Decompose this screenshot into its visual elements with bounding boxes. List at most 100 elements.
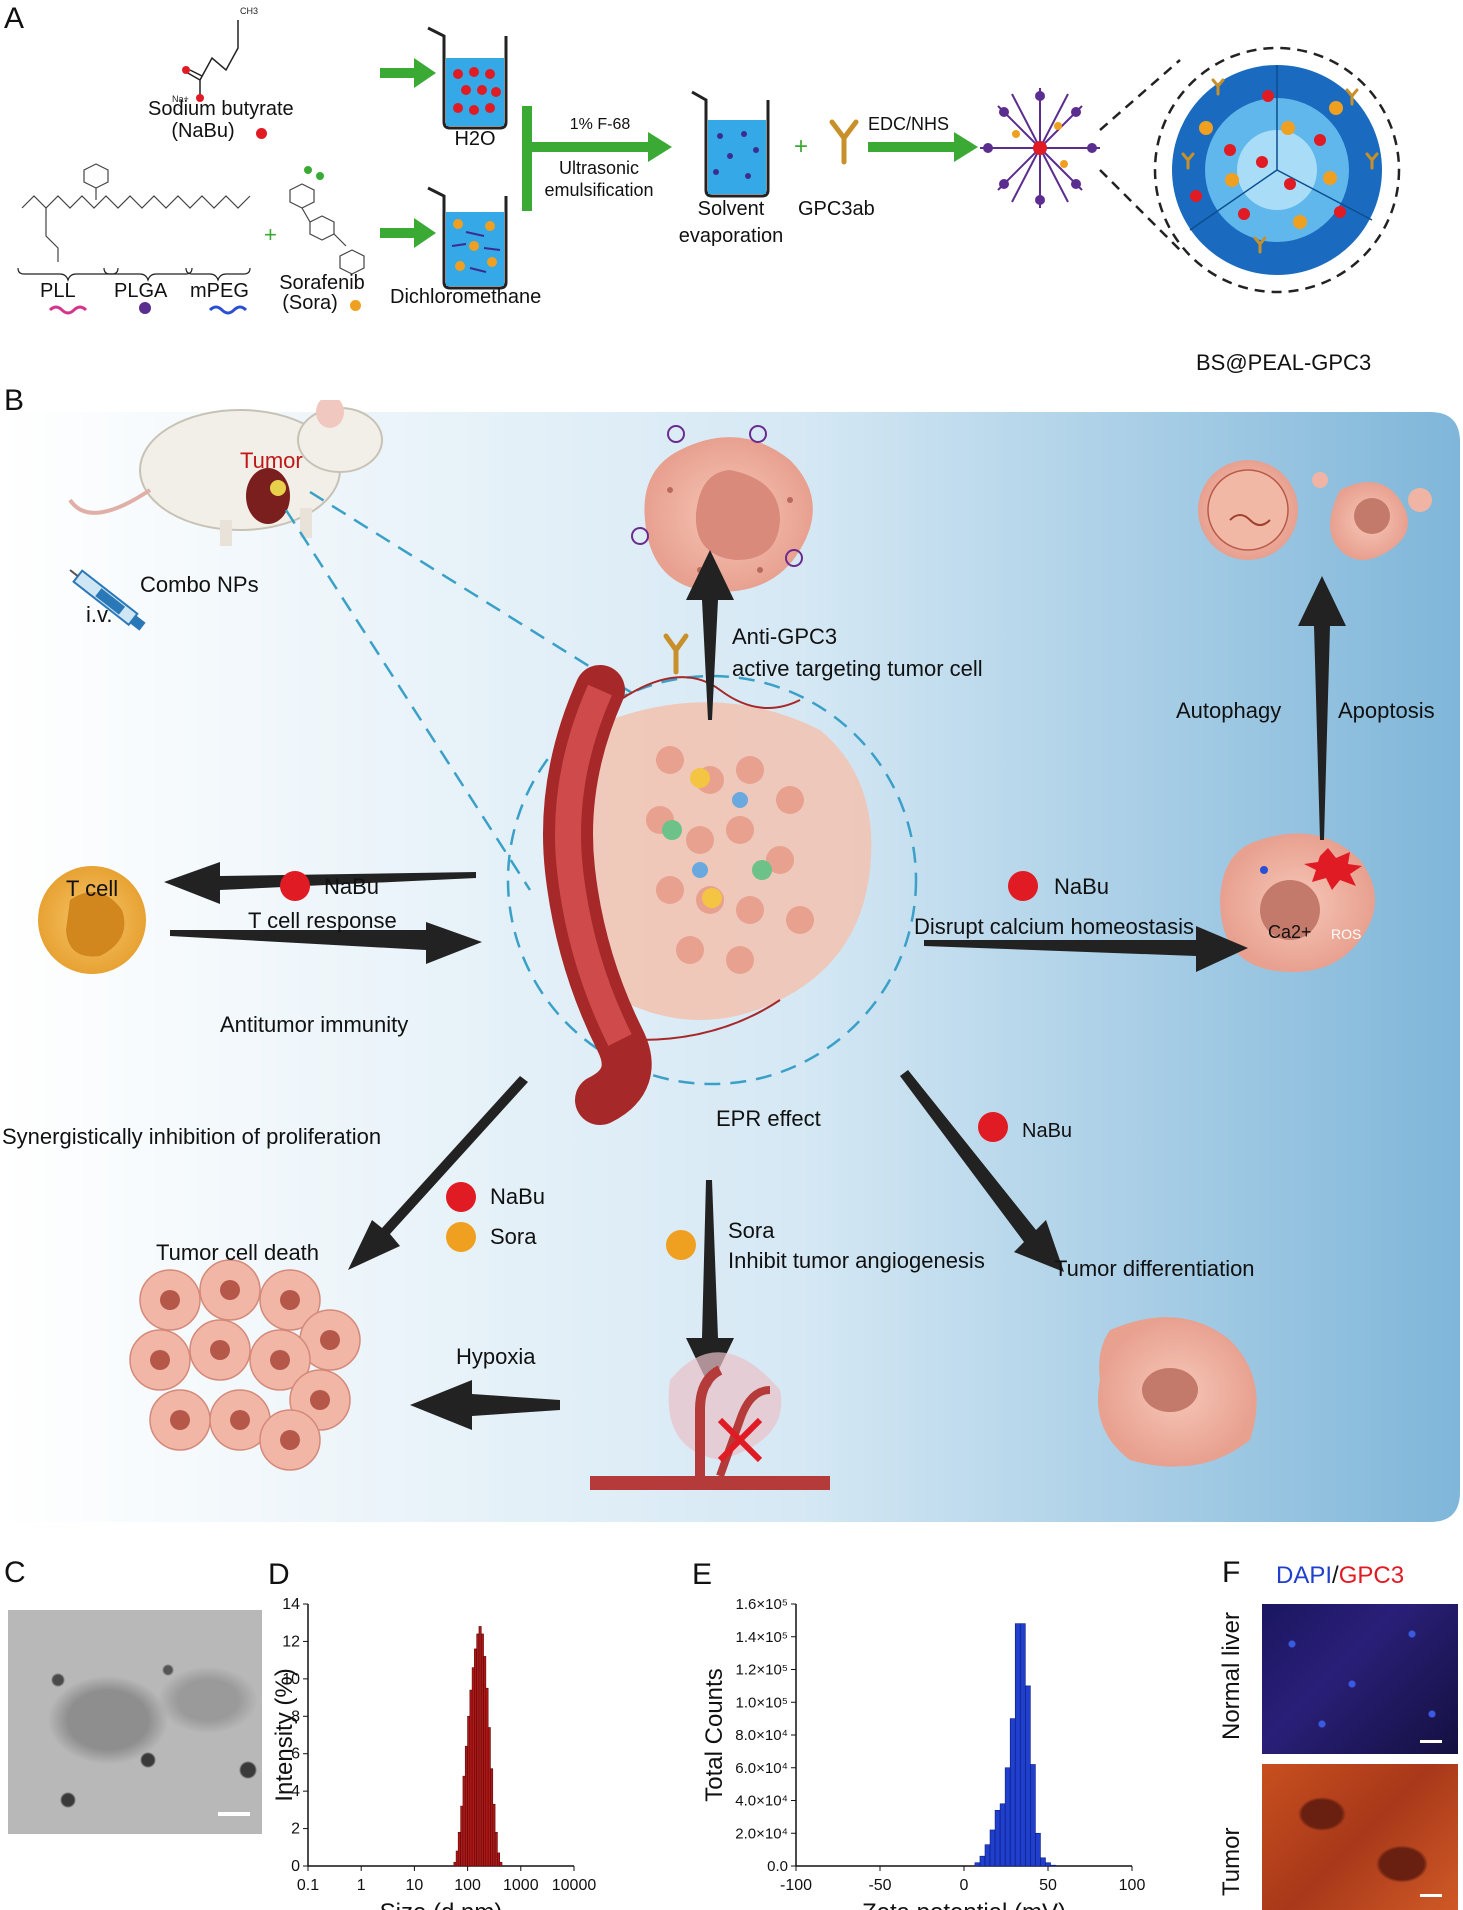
anti-gpc3-antibody	[663, 633, 689, 675]
epr-label: EPR effect	[716, 1106, 821, 1131]
arrow-up-apoptosis	[1298, 576, 1346, 840]
size-bar	[487, 1727, 491, 1867]
zeta-bar	[999, 1803, 1006, 1867]
svg-text:+: +	[794, 133, 808, 160]
size-bar	[464, 1745, 468, 1867]
x-tick-label: 50	[1039, 1877, 1057, 1894]
plga-mark	[139, 302, 151, 314]
svg-text:CH3: CH3	[240, 6, 258, 16]
panel-f-letter: F	[1222, 1556, 1241, 1589]
zeta-bar	[1004, 1767, 1011, 1867]
sora-dot-death	[446, 1222, 476, 1252]
product-label: BS@PEAL-GPC3	[1196, 350, 1372, 375]
size-bar	[474, 1648, 477, 1867]
nabu-dot-calcium	[1008, 871, 1038, 901]
nabu-label-tcell: NaBu	[324, 874, 380, 899]
size-bar	[497, 1852, 500, 1867]
beaker-water	[427, 26, 508, 130]
size-bar	[469, 1689, 473, 1867]
pll-label: PLL	[40, 280, 76, 302]
dapi-gpc3-legend: DAPI/GPC3	[1276, 1562, 1404, 1590]
zeta-bar	[1014, 1623, 1021, 1867]
y-tick-label: 2	[291, 1821, 300, 1838]
solvent-label-1: Solvent	[697, 198, 765, 220]
panel-b-graphics	[0, 400, 1460, 1522]
solvent-label-2: evaporation	[678, 225, 784, 247]
ros-burst	[1304, 848, 1362, 890]
svg-text:+: +	[264, 222, 277, 247]
f68-label: 1% F-68	[569, 116, 631, 133]
combo-label: Combo NPs	[140, 572, 259, 597]
tumor-label: Tumor	[240, 448, 303, 473]
t-cell	[38, 866, 146, 974]
sora-label-2: (Sora)	[282, 292, 338, 314]
zeta-bar	[1035, 1832, 1041, 1867]
x-tick-label: 10000	[552, 1877, 597, 1894]
nabu-label-2: (NaBu)	[171, 120, 235, 142]
x-tick-label: 0.1	[297, 1877, 319, 1894]
particle-cross-section	[1172, 65, 1382, 275]
arrow-to-tcell	[164, 862, 476, 904]
sora-label-angio: Sora	[728, 1218, 775, 1243]
y-tick-label: 1.0×10⁵	[735, 1694, 788, 1711]
nabu-dot-tcell	[280, 871, 310, 901]
size-bar	[483, 1656, 487, 1867]
targeted-cell	[644, 437, 813, 592]
zeta-bar	[1030, 1764, 1036, 1867]
disrupt-label: Disrupt calcium homeostasis	[914, 914, 1194, 939]
nabu-dot-death	[446, 1182, 476, 1212]
zeta-bar	[979, 1855, 986, 1867]
nabu-label-calcium: NaBu	[1054, 874, 1110, 899]
tem-image	[8, 1610, 262, 1834]
panel-a-letter: A	[4, 2, 25, 35]
panel-c-letter: C	[4, 1556, 26, 1589]
nabu-dot	[256, 128, 267, 139]
arrow-to-tumor-death	[348, 1076, 528, 1270]
plga-label: PLGA	[114, 280, 168, 302]
zeta-bar	[974, 1862, 981, 1867]
arrow-to-differentiation	[900, 1070, 1064, 1272]
x-tick-label: 0	[960, 1877, 969, 1894]
panel-d-letter: D	[270, 1558, 290, 1591]
x-axis-label: Zeta potential (mV)	[862, 1899, 1066, 1910]
tumor-diff-label: Tumor differentiation	[1054, 1256, 1255, 1281]
tumor-row-label: Tumor	[1218, 1827, 1245, 1896]
small-nanoparticles	[631, 425, 803, 567]
gpc3ab-label: GPC3ab	[798, 198, 875, 220]
arrow-to-calcium-cell	[924, 926, 1248, 972]
ultrasonic-label-2: emulsification	[544, 180, 654, 200]
tcell-response-label: T cell response	[248, 908, 397, 933]
y-tick-label: 4	[291, 1783, 300, 1800]
nabu-structure	[185, 20, 239, 96]
zeta-bar	[1045, 1862, 1051, 1867]
edc-label: EDC/NHS	[868, 114, 950, 134]
x-tick-label: -50	[868, 1877, 891, 1894]
mpeg-label: mPEG	[190, 280, 249, 302]
nabu-label-1: Sodium butyrate	[148, 98, 294, 120]
antibody-icon	[829, 119, 859, 165]
y-tick-label: 2.0×10⁴	[735, 1825, 788, 1842]
arrow-up-targeting	[686, 550, 734, 720]
zeta-bar	[1050, 1864, 1056, 1867]
normal-liver-image	[1262, 1604, 1458, 1754]
arrow-from-tcell	[170, 922, 482, 964]
scale-bar-normal	[1420, 1740, 1442, 1743]
arrow-hypoxia	[410, 1380, 560, 1430]
arrow-down-angio	[686, 1180, 734, 1388]
tumor-mass	[543, 665, 872, 1125]
anti-gpc3-label-1: Anti-GPC3	[732, 624, 838, 649]
x-tick-label: 100	[454, 1877, 481, 1894]
zeta-bar	[984, 1844, 991, 1867]
y-tick-label: 8	[291, 1708, 300, 1725]
apoptotic-cells	[1198, 460, 1432, 560]
tumor-image	[1262, 1764, 1458, 1910]
differentiated-cell	[1098, 1317, 1257, 1467]
sora-label-death: Sora	[490, 1224, 537, 1249]
syringe-icon	[69, 569, 146, 631]
y-tick-label: 6	[291, 1746, 300, 1763]
tumor-dashed-circle	[506, 674, 918, 1086]
y-tick-label: 12	[282, 1633, 300, 1650]
tcell-label: T cell	[66, 876, 119, 901]
size-bar	[478, 1626, 482, 1867]
